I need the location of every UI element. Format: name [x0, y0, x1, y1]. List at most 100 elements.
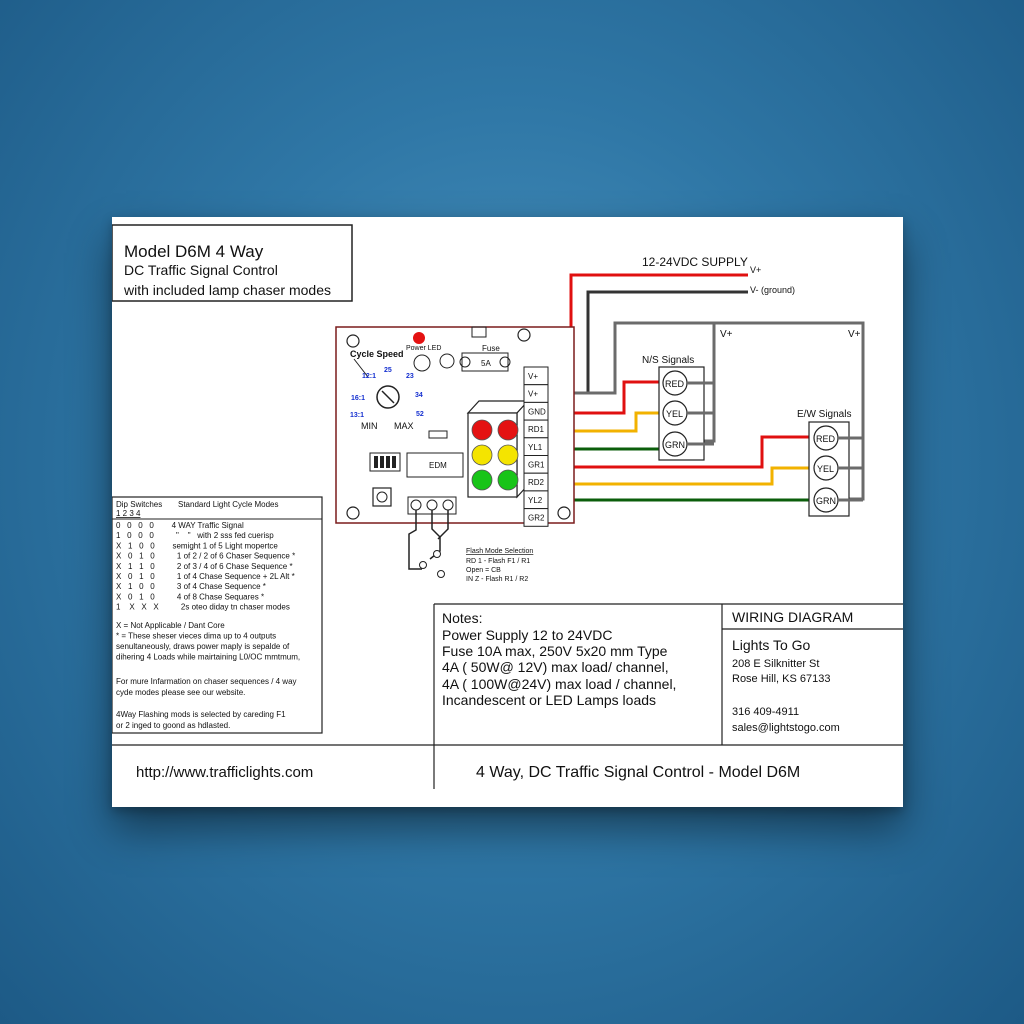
- max-label: MAX: [394, 421, 414, 431]
- supply-label: 12-24VDC SUPPLY: [642, 255, 748, 269]
- dial-marks: 16:1 12:1 25 23 34 52 13:1: [350, 367, 424, 419]
- mounting-hole: [517, 328, 531, 342]
- title-block: Model D6M 4 Way DC Traffic Signal Contro…: [112, 224, 353, 302]
- notes-section: Notes: Power Supply 12 to 24VDC Fuse 10A…: [112, 603, 903, 789]
- dip-numbers: 1 2 3 4: [116, 509, 141, 518]
- ew-green-label: GRN: [816, 496, 836, 506]
- dip-mode-row: 0 0 0 0 4 WAY Traffic Signal: [116, 521, 244, 530]
- cycle-speed-leader: [353, 358, 369, 378]
- ew-signal-head: E/W Signals RED YEL GRN: [797, 409, 863, 517]
- controller-chip: [406, 452, 464, 478]
- ns-yellow-label: YEL: [666, 409, 683, 419]
- flash-mode-line: Open = CB: [466, 567, 501, 574]
- fuse-holder: [461, 352, 509, 372]
- supply-vplus-label: V+: [750, 265, 761, 275]
- fuse-label: Fuse: [482, 344, 500, 353]
- power-led: [413, 332, 425, 344]
- chip-label: EDM: [429, 461, 447, 470]
- controller-board: Power LED Fuse 5A Cycle Speed 16:1 12:1 …: [335, 326, 575, 578]
- dip-info-line: cyde modes please see our website.: [116, 688, 245, 697]
- flash-mode-line: RD 1 - Flash F1 / R1: [466, 558, 530, 565]
- company-phone: 316 409-4911: [732, 706, 799, 718]
- dip-mode-row: X 1 0 0 3 of 4 Chase Sequence *: [116, 582, 266, 591]
- ns-common-wire: [548, 321, 716, 443]
- led-green: [497, 469, 519, 491]
- led-green: [471, 469, 493, 491]
- notes-line: Incandescent or LED Lamps loads: [442, 692, 656, 708]
- terminal-label: GR2: [528, 514, 545, 523]
- dip-note-line: X = Not Applicable / Dant Core: [116, 621, 225, 630]
- capacitor: [439, 353, 455, 369]
- ew-vplus-label: V+: [848, 329, 861, 340]
- dial-pointer-icon: [381, 390, 395, 404]
- led-yellow: [471, 444, 493, 466]
- dip-header-right: Standard Light Cycle Modes: [178, 500, 279, 509]
- push-button[interactable]: [372, 487, 392, 507]
- dip-note-line: dihering 4 Loads while mairtaining L0/OC…: [116, 653, 300, 662]
- ew-red-label: RED: [816, 434, 836, 444]
- terminal-label: RD2: [528, 478, 545, 487]
- wire-yl1: [548, 411, 660, 433]
- dip-mode-row: X 1 1 0 2 of 3 / 4 of 6 Chase Sequence *: [116, 562, 293, 571]
- push-button-cap: [376, 491, 388, 503]
- dip-info-line: For mure Infarmation on chaser sequences…: [116, 677, 297, 686]
- terminal-label: RD1: [528, 425, 545, 434]
- title-block-frame: [112, 224, 353, 302]
- cycle-speed-label: Cycle Speed: [350, 349, 404, 359]
- notes-line: Power Supply 12 to 24VDC: [442, 627, 612, 643]
- dip-mode-row: 1 X X X 2s oteo diday tn chaser modes: [116, 603, 290, 612]
- dip-switch-table: Dip Switches Standard Light Cycle Modes …: [112, 496, 323, 734]
- min-label: MIN: [361, 421, 378, 431]
- ns-green-label: GRN: [665, 440, 685, 450]
- wire-yl2: [548, 466, 810, 486]
- terminal-slot[interactable]: [523, 508, 549, 527]
- dial-mark: 12:1: [362, 373, 376, 380]
- terminal-label: YL1: [528, 443, 543, 452]
- wire-rd2: [548, 435, 810, 469]
- capacitor: [413, 354, 431, 372]
- flash-mode-title: Flash Mode Selection: [466, 548, 533, 555]
- dial-mark: 34: [415, 392, 423, 399]
- ns-red-label: RED: [665, 379, 685, 389]
- supply-vminus-label: V- (ground): [750, 285, 795, 295]
- dip-notes: X = Not Applicable / Dant Core* = These …: [116, 621, 300, 662]
- footer: http://www.trafficlights.com 4 Way, DC T…: [136, 764, 800, 781]
- led-red: [497, 419, 519, 441]
- footer-title: 4 Way, DC Traffic Signal Control - Model…: [476, 764, 800, 781]
- company-email: sales@lightstogo.com: [732, 722, 840, 734]
- wiring-diagram-heading: WIRING DIAGRAM: [732, 609, 853, 625]
- title-line-1: Model D6M 4 Way: [124, 242, 264, 261]
- flash-terminals: [407, 496, 457, 578]
- dip-mode-row: X 0 1 0 1 of 2 / 2 of 6 Chaser Sequence …: [116, 552, 295, 561]
- power-led-label: Power LED: [406, 345, 441, 352]
- company-address-2: Rose Hill, KS 67133: [732, 673, 830, 685]
- resistor: [428, 430, 448, 439]
- led-yellow: [497, 444, 519, 466]
- company-address-1: 208 E Silknitter St: [732, 658, 819, 670]
- wiring-diagram: Model D6M 4 Way DC Traffic Signal Contro…: [112, 224, 903, 789]
- company-name: Lights To Go: [732, 637, 811, 653]
- wire-rd1: [548, 380, 660, 415]
- mounting-hole: [346, 334, 360, 348]
- ew-yellow-label: YEL: [817, 464, 834, 474]
- led-red: [471, 419, 493, 441]
- dial-mark: 25: [384, 367, 392, 374]
- notes-line: Fuse 10A max, 250V 5x20 mm Type: [442, 643, 668, 659]
- notes-title: Notes:: [442, 610, 482, 626]
- footer-url[interactable]: http://www.trafficlights.com: [136, 764, 313, 781]
- terminal-label: V+: [528, 372, 538, 381]
- dial-mark: 52: [416, 411, 424, 418]
- title-line-2: DC Traffic Signal Control: [124, 262, 278, 278]
- dip-flash-line: or 2 inged to goond as hdlasted.: [116, 721, 230, 730]
- terminal-label: GR1: [528, 461, 545, 470]
- dip-mode-row: X 1 0 0 semight 1 of 5 Light mopertce: [116, 541, 278, 550]
- ns-signal-head: N/S Signals RED YEL GRN: [642, 355, 714, 461]
- company-block: WIRING DIAGRAM Lights To Go 208 E Silkni…: [732, 609, 853, 734]
- mounting-hole: [346, 506, 360, 520]
- supply-ground-wire: [548, 290, 748, 395]
- mounting-hole: [557, 506, 571, 520]
- notes-line: 4A ( 50W@ 12V) max load/ channel,: [442, 659, 669, 675]
- dip-table-frame: [112, 496, 323, 734]
